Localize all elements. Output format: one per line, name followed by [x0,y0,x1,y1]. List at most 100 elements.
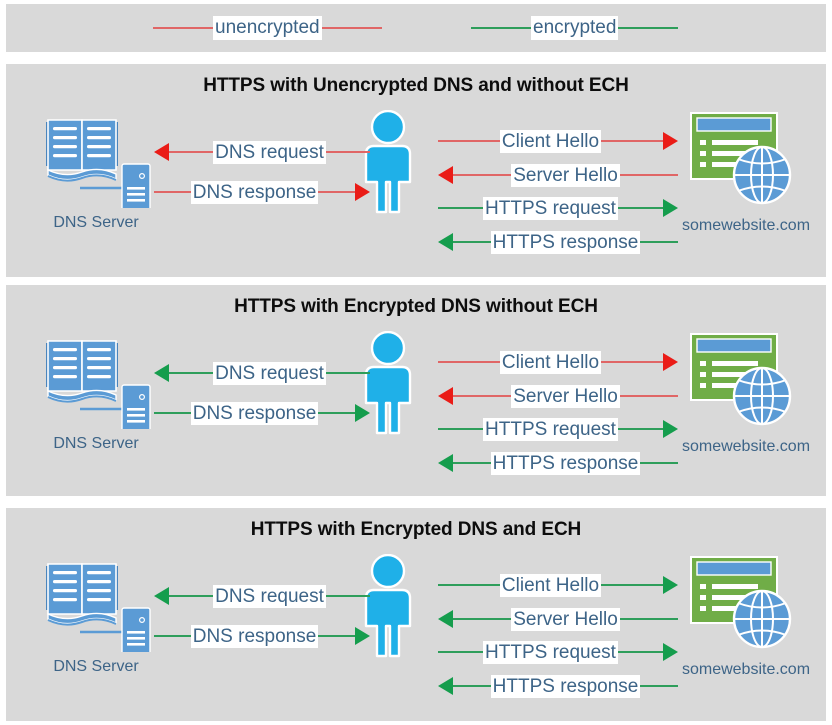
message-label: Server Hello [511,607,620,631]
legend-line-unencrypted [153,27,213,29]
arrow-line [438,651,484,653]
arrow-line [325,151,370,153]
dns-server-icon-svg [46,340,151,432]
message-row: HTTPS request [438,417,678,441]
arrow-line [325,595,370,597]
website-globe-icon-svg [690,333,792,426]
message-label: HTTPS response [490,674,641,698]
arrow-line [453,241,491,243]
arrow-line [601,140,663,142]
message-row: HTTPS response [438,674,679,698]
person-icon-svg [364,553,412,658]
legend-line-unencrypted-tail [321,27,382,29]
message-row: HTTPS response [438,451,679,475]
arrow-line [640,241,679,243]
arrow-line [438,428,484,430]
website-caption: somewebsite.com [681,661,811,678]
arrowhead-right [663,132,678,150]
arrowhead-right [355,183,370,201]
arrowhead-left [438,166,453,184]
arrowhead-right [663,353,678,371]
arrow-line [154,635,191,637]
arrowhead-left [438,610,453,628]
legend-item-encrypted: encrypted [471,4,679,52]
message-label: HTTPS request [483,196,618,220]
message-label: HTTPS response [490,451,641,475]
message-row: DNS request [154,584,370,608]
arrow-line [640,462,679,464]
website-globe-icon-svg [690,556,792,649]
dns-server-caption: DNS Server [53,658,139,675]
message-label: Client Hello [499,129,602,153]
legend-label-encrypted: encrypted [531,16,619,40]
panel-title: HTTPS with Encrypted DNS without ECH [234,296,598,317]
message-row: DNS response [154,401,370,425]
arrow-line [438,584,500,586]
arrowhead-right [663,420,678,438]
arrow-line [619,395,679,397]
arrowhead-left [154,587,169,605]
panel-title: HTTPS with Unencrypted DNS and without E… [203,75,629,96]
arrowhead-right [663,643,678,661]
message-row: Server Hello [438,163,679,187]
message-label: DNS response [190,624,319,648]
arrow-line [154,412,191,414]
legend-label-unencrypted: unencrypted [213,16,322,40]
panel-encrypted-dns-ech: HTTPS with Encrypted DNS and ECH [6,508,826,721]
legend-line-encrypted [471,27,531,29]
arrowhead-left [154,143,169,161]
message-row: DNS response [154,180,370,204]
arrowhead-right [663,576,678,594]
arrow-line [169,151,214,153]
website-globe-icon [689,109,799,209]
message-row: HTTPS request [438,196,678,220]
panel-encrypted-dns: HTTPS with Encrypted DNS without ECH [6,285,826,496]
panel-unencrypted-dns: HTTPS with Unencrypted DNS and without E… [6,64,826,277]
message-row: Server Hello [438,384,679,408]
message-label: DNS request [213,361,326,385]
dns-server-caption: DNS Server [53,435,139,452]
arrow-line [438,207,484,209]
arrow-line [169,372,214,374]
dns-server-icon-svg [46,119,151,211]
arrowhead-left [438,677,453,695]
client-person-icon [350,330,426,435]
website-caption: somewebsite.com [681,438,811,455]
legend: unencrypted encrypted [6,4,826,52]
website-caption: somewebsite.com [681,217,811,234]
message-label: DNS request [213,140,326,164]
message-label: Client Hello [499,573,602,597]
arrow-line [617,428,663,430]
arrow-line [601,361,663,363]
arrow-line [453,174,512,176]
arrow-line [438,361,500,363]
arrow-line [601,584,663,586]
message-label: DNS response [190,401,319,425]
arrowhead-left [438,454,453,472]
arrow-line [453,462,491,464]
message-row: Client Hello [438,129,678,153]
message-label: Server Hello [511,384,620,408]
panel-title: HTTPS with Encrypted DNS and ECH [250,519,582,540]
arrowhead-left [438,387,453,405]
arrow-line [617,651,663,653]
message-row: Client Hello [438,350,678,374]
arrowhead-right [355,627,370,645]
arrow-line [619,618,679,620]
message-row: HTTPS request [438,640,678,664]
arrowhead-right [355,404,370,422]
arrowhead-right [663,199,678,217]
dns-server-icon [38,552,158,655]
website-globe-icon [689,330,799,430]
arrow-line [318,191,355,193]
legend-item-unencrypted: unencrypted [153,4,382,52]
legend-line-encrypted-tail [618,27,679,29]
message-row: DNS request [154,361,370,385]
arrow-line [169,595,214,597]
arrow-line [640,685,679,687]
dns-server-icon [38,108,158,211]
message-row: Client Hello [438,573,678,597]
arrow-line [318,635,355,637]
arrow-line [154,191,191,193]
arrow-line [438,140,500,142]
